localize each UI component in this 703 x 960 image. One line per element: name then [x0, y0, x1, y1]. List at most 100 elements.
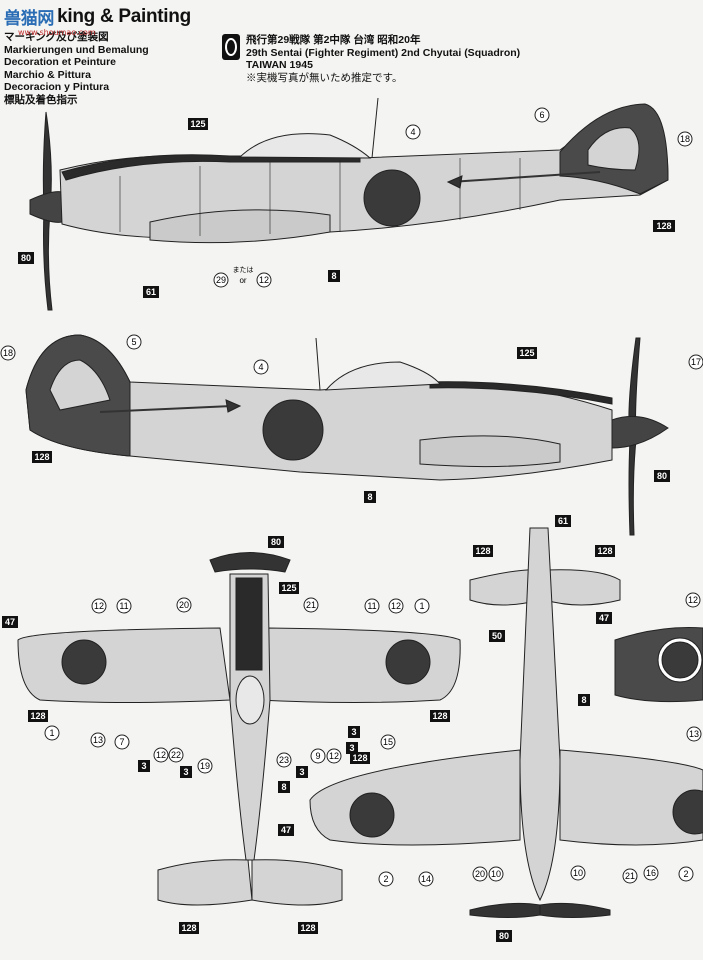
callout-box: 80 — [654, 470, 670, 482]
svg-text:5: 5 — [131, 337, 136, 347]
callout-circle: 20 — [472, 866, 488, 882]
svg-text:12: 12 — [391, 601, 401, 611]
svg-text:3: 3 — [141, 761, 146, 771]
callout-circle: 21 — [622, 868, 638, 884]
callout-circle: 20 — [176, 597, 192, 613]
svg-text:6: 6 — [539, 110, 544, 120]
callout-box: 8 — [578, 694, 590, 706]
callout-box: 61 — [555, 515, 571, 527]
svg-text:128: 128 — [181, 923, 196, 933]
lang-fr: Decoration et Peinture — [4, 56, 117, 68]
callout-box: 125 — [517, 347, 537, 359]
svg-text:18: 18 — [3, 348, 13, 358]
propeller-plan — [209, 552, 291, 573]
title-suffix: king & Painting — [57, 5, 191, 27]
tail-fin-light-2 — [49, 359, 111, 411]
hinomaru-left-wing — [61, 639, 107, 685]
svg-text:125: 125 — [190, 119, 205, 129]
svg-text:61: 61 — [146, 287, 156, 297]
callout-box: 3 — [348, 726, 360, 738]
spinner — [29, 191, 63, 223]
callout-box: 61 — [143, 286, 159, 298]
side-view-bottom — [25, 334, 669, 536]
scheme-number-icon — [222, 34, 240, 60]
callout-circle: 4 — [405, 124, 421, 140]
lang-cn: 標貼及着色指示 — [4, 93, 78, 106]
fuselage-arrow-2 — [99, 405, 233, 413]
callout-box: 80 — [268, 536, 284, 548]
svg-text:125: 125 — [281, 583, 296, 593]
svg-text:47: 47 — [5, 617, 15, 627]
callout-circles: 6 4 18 29 12 18 5 4 17 12 11 20 21 11 12… — [0, 107, 703, 887]
callout-box: 128 — [28, 710, 48, 722]
svg-text:125: 125 — [519, 348, 534, 358]
fuselage-arrow — [449, 171, 601, 183]
lang-it: Marchio & Pittura — [4, 68, 91, 81]
svg-text:3: 3 — [349, 743, 354, 753]
callout-circle: 16 — [643, 865, 659, 881]
svg-text:17: 17 — [691, 357, 701, 367]
callout-boxes: 125 80 61 8 128 125 128 8 80 61 80 125 4… — [2, 118, 675, 942]
callout-circle: 13 — [90, 732, 106, 748]
svg-text:47: 47 — [281, 825, 291, 835]
svg-text:8: 8 — [367, 492, 372, 502]
svg-text:1: 1 — [419, 601, 424, 611]
callout-circle: 17 — [688, 354, 703, 370]
svg-text:128: 128 — [475, 546, 490, 556]
svg-text:22: 22 — [171, 750, 181, 760]
panel-lines — [119, 158, 521, 236]
callout-box: 128 — [179, 922, 199, 934]
callout-circle: 12 — [91, 598, 107, 614]
callout-circle: 2 — [678, 866, 694, 882]
hinomaru-bottom-left — [349, 792, 395, 838]
callout-box: 125 — [279, 582, 299, 594]
callout-circle: 14 — [418, 871, 434, 887]
callout-box: 3 — [346, 742, 358, 754]
right-wing-bottom — [559, 749, 703, 846]
callout-box: 3 — [296, 766, 308, 778]
callout-circle: 4 — [253, 359, 269, 375]
svg-text:15: 15 — [383, 737, 393, 747]
callout-box: 128 — [298, 922, 318, 934]
callout-circle: 12 — [256, 272, 272, 288]
callout-box: 3 — [180, 766, 192, 778]
svg-text:21: 21 — [306, 600, 316, 610]
watermark-url: www.shoumao.com — [18, 28, 96, 37]
svg-text:12: 12 — [156, 750, 166, 760]
callout-circle: 1 — [414, 598, 430, 614]
svg-text:128: 128 — [34, 452, 49, 462]
arrow-head — [446, 175, 463, 189]
callout-circle: 12 — [388, 598, 404, 614]
svg-text:21: 21 — [625, 871, 635, 881]
callout-circle: 29 — [213, 272, 229, 288]
svg-text:11: 11 — [367, 601, 376, 611]
scheme-line-place: TAIWAN 1945 — [246, 59, 313, 71]
callout-circle: 5 — [126, 334, 142, 350]
hinomaru-right-wing — [385, 639, 431, 685]
canopy-plan — [235, 675, 265, 725]
callout-circle: 19 — [197, 758, 213, 774]
svg-text:4: 4 — [258, 362, 263, 372]
svg-text:20: 20 — [475, 869, 485, 879]
callout-box: 125 — [188, 118, 208, 130]
svg-text:16: 16 — [646, 868, 656, 878]
callout-circle: 12 — [326, 748, 342, 764]
callout-box: 47 — [2, 616, 18, 628]
svg-text:80: 80 — [271, 537, 281, 547]
svg-text:または: または — [233, 266, 254, 274]
propeller-bottom — [469, 902, 611, 918]
callout-circle: 15 — [380, 734, 396, 750]
svg-text:14: 14 — [421, 874, 431, 884]
left-wing-bottom — [309, 749, 521, 846]
hinomaru-bottom-right — [672, 789, 703, 835]
scheme-text: 飛行第29戦隊 第2中隊 台湾 昭和20年 29th Sentai (Fight… — [246, 34, 520, 84]
svg-text:8: 8 — [331, 271, 336, 281]
canopy-2 — [324, 361, 442, 391]
callout-circle: 11 — [364, 598, 380, 614]
callout-circle: 7 — [114, 734, 130, 750]
callout-box: 8 — [364, 491, 376, 503]
svg-text:1: 1 — [49, 728, 54, 738]
callout-box: 80 — [496, 930, 512, 942]
